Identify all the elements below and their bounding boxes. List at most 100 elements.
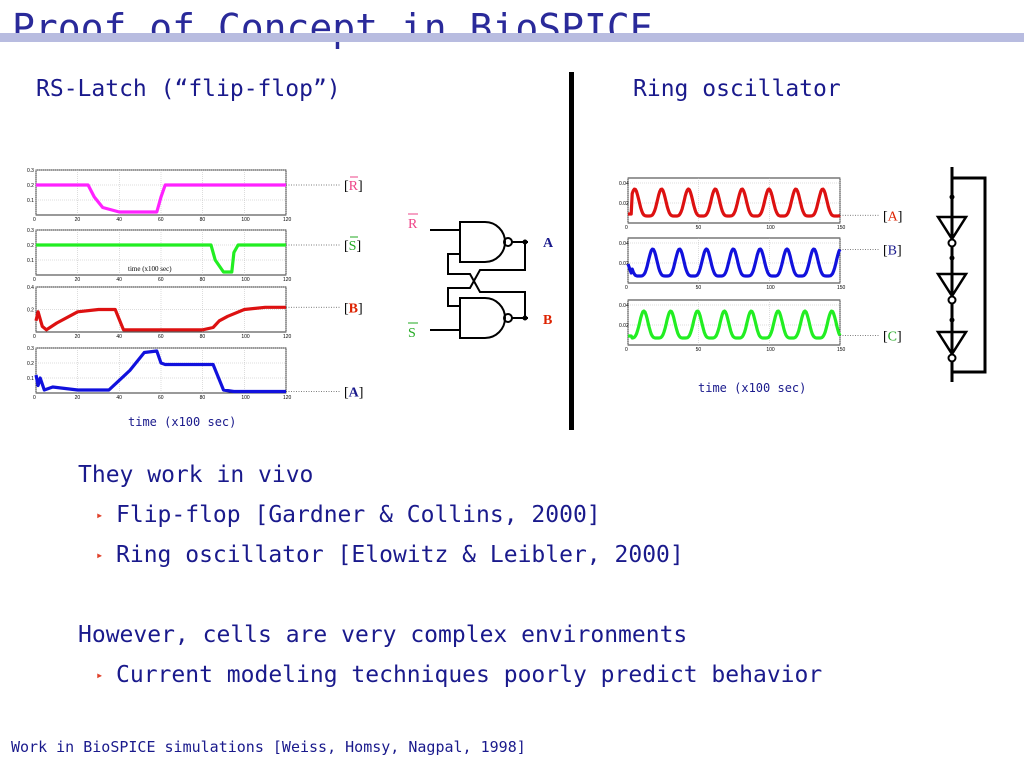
latch-input-s: S [408,326,416,341]
ring-panel-2-xtick: 0 [625,347,628,353]
latch-panel-2-ytick: 0.2 [27,308,34,314]
latch-panel-1-xtick: 120 [283,277,292,283]
vertical-divider [569,72,574,430]
sub-bullet-text: Current modeling techniques poorly predi… [116,662,823,688]
latch-circuit-diagram: R S A B [408,213,554,341]
latch-panel-3-xtick: 80 [200,395,206,401]
latch-panel-0-xtick: 20 [75,217,81,223]
ring-time-caption: time (x100 sec) [698,381,807,395]
latch-panel-3-xtick: 20 [75,395,81,401]
latch-panel-1-ytick: 0.2 [27,243,34,249]
latch-panel-0-xtick: 0 [33,217,36,223]
latch-panel-1-ytick: 0.3 [27,228,34,234]
title-underline-bar [0,33,1024,42]
ring-panel-1-series-line [626,247,842,278]
ring-panel-1-xtick: 50 [696,285,702,291]
ring-panel-0-ytick: 0.04 [619,181,629,187]
slide-title: Proof of Concept in BioSPICE [12,6,653,50]
latch-panel-1-legend-label: [S] [344,239,361,254]
latch-panel-0-ytick: 0.3 [27,168,34,174]
latch-panel-0-ytick: 0.1 [27,198,34,204]
latch-panel-3-ytick: 0.1 [27,376,34,382]
ring-panel-0-xtick: 50 [696,225,702,231]
latch-panel-1-xtick: 60 [158,277,164,283]
latch-panel-2-ytick: 0.4 [27,285,34,291]
latch-panel-0-xtick: 80 [200,217,206,223]
sub-bullet-flipflop: ▸ Flip-flop [Gardner & Collins, 2000] [96,502,601,528]
bullet-arrow-icon: ▸ [96,548,104,562]
ring-panel-2-series-line [627,309,842,340]
latch-time-caption: time (x100 sec) [128,415,237,429]
latch-panel-0-xtick: 60 [158,217,164,223]
footer-citation: Work in BioSPICE simulations [Weiss, Hom… [11,738,526,756]
ring-panel-2: 0 50 100 150 0.02 0.04 [C] [619,299,902,353]
latch-panel-0-legend-label: [R] [344,179,363,194]
bullet-arrow-icon: ▸ [96,668,104,682]
latch-panel-0-xtick: 100 [241,217,250,223]
latch-panel-3-ytick: 0.2 [27,361,34,367]
latch-panel-3-legend-label: [A] [344,386,363,401]
latch-panel-3-xtick: 0 [33,395,36,401]
ring-panel-1-xtick: 0 [625,285,628,291]
latch-panel-3-xtick: 60 [158,395,164,401]
sub-bullet-modeling: ▸ Current modeling techniques poorly pred… [96,662,822,688]
sub-bullet-text: Flip-flop [Gardner & Collins, 2000] [116,502,601,528]
latch-output-b: B [543,313,552,328]
latch-output-a: A [543,236,554,251]
latch-panel-3-xtick: 120 [283,395,292,401]
ring-panel-2-xtick: 50 [696,347,702,353]
ring-panel-0-xtick: 100 [766,225,775,231]
ring-plots: 0 50 100 150 0.02 0.04 [A] 0 50 100 150 0.02 0.04 [B]… [619,177,902,353]
nand-gate-top [459,221,506,263]
latch-plots: 0 20 40 60 80 100 120 0.1 0.2 0.3 [R] 0 20 40 60 80 100 1… [27,168,363,401]
ring-heading: Ring oscillator [633,76,841,102]
latch-panel-0-series-line [36,183,286,214]
latch-panel-1-xtick: 40 [116,277,122,283]
ring-panel-1-ytick: 0.04 [619,241,629,247]
latch-panel-2-xtick: 40 [116,334,122,340]
latch-panel-3-series-line [34,349,286,394]
ring-panel-2-xtick: 150 [837,347,846,353]
latch-inner-time-caption: time (x100 sec) [128,265,172,273]
latch-input-r: R [408,217,418,232]
bullet-in-vivo: They work in vivo [78,462,314,488]
nand-gate-bottom [459,297,506,339]
latch-panel-1-xtick: 0 [33,277,36,283]
latch-panel-1-xtick: 20 [75,277,81,283]
sub-bullet-text: Ring oscillator [Elowitz & Leibler, 2000… [116,542,684,568]
ring-panel-0-xtick: 150 [837,225,846,231]
latch-heading: RS-Latch (“flip-flop”) [36,76,341,102]
ring-panel-2-xtick: 100 [766,347,775,353]
ring-circuit-diagram [935,167,987,382]
ring-panel-1-xtick: 150 [837,285,846,291]
latch-panel-2-xtick: 80 [200,334,206,340]
bullet-arrow-icon: ▸ [96,508,104,522]
ring-panel-0-xtick: 0 [625,225,628,231]
latch-panel-3-ytick: 0.3 [27,346,34,352]
latch-panel-3-xtick: 100 [241,395,250,401]
ring-panel-2-ytick: 0.02 [619,323,629,329]
ring-panel-1: 0 50 100 150 0.02 0.04 [B] [619,237,902,291]
latch-panel-1-series-line [36,243,286,274]
ring-panel-0-legend-label: [A] [883,209,902,224]
latch-panel-1-xtick: 100 [241,277,250,283]
latch-panel-2-xtick: 60 [158,334,164,340]
latch-panel-2-xtick: 20 [75,334,81,340]
latch-panel-1-xtick: 80 [200,277,206,283]
ring-panel-2-legend-label: [C] [883,330,902,345]
latch-panel-2-series-line [34,305,286,332]
sub-bullet-ring: ▸ Ring oscillator [Elowitz & Leibler, 200… [96,542,684,568]
ring-panel-1-xtick: 100 [766,285,775,291]
ring-panel-0-series-line [627,187,841,218]
bullet-complex: However, cells are very complex environm… [78,622,688,648]
latch-panel-0-xtick: 120 [283,217,292,223]
latch-panel-2-legend-label: [B] [344,301,363,316]
latch-panel-0-ytick: 0.2 [27,183,34,189]
ring-panel-2-ytick: 0.04 [619,303,629,309]
ring-panel-1-legend-label: [B] [883,243,902,258]
ring-panel-1-ytick: 0.02 [619,261,629,267]
